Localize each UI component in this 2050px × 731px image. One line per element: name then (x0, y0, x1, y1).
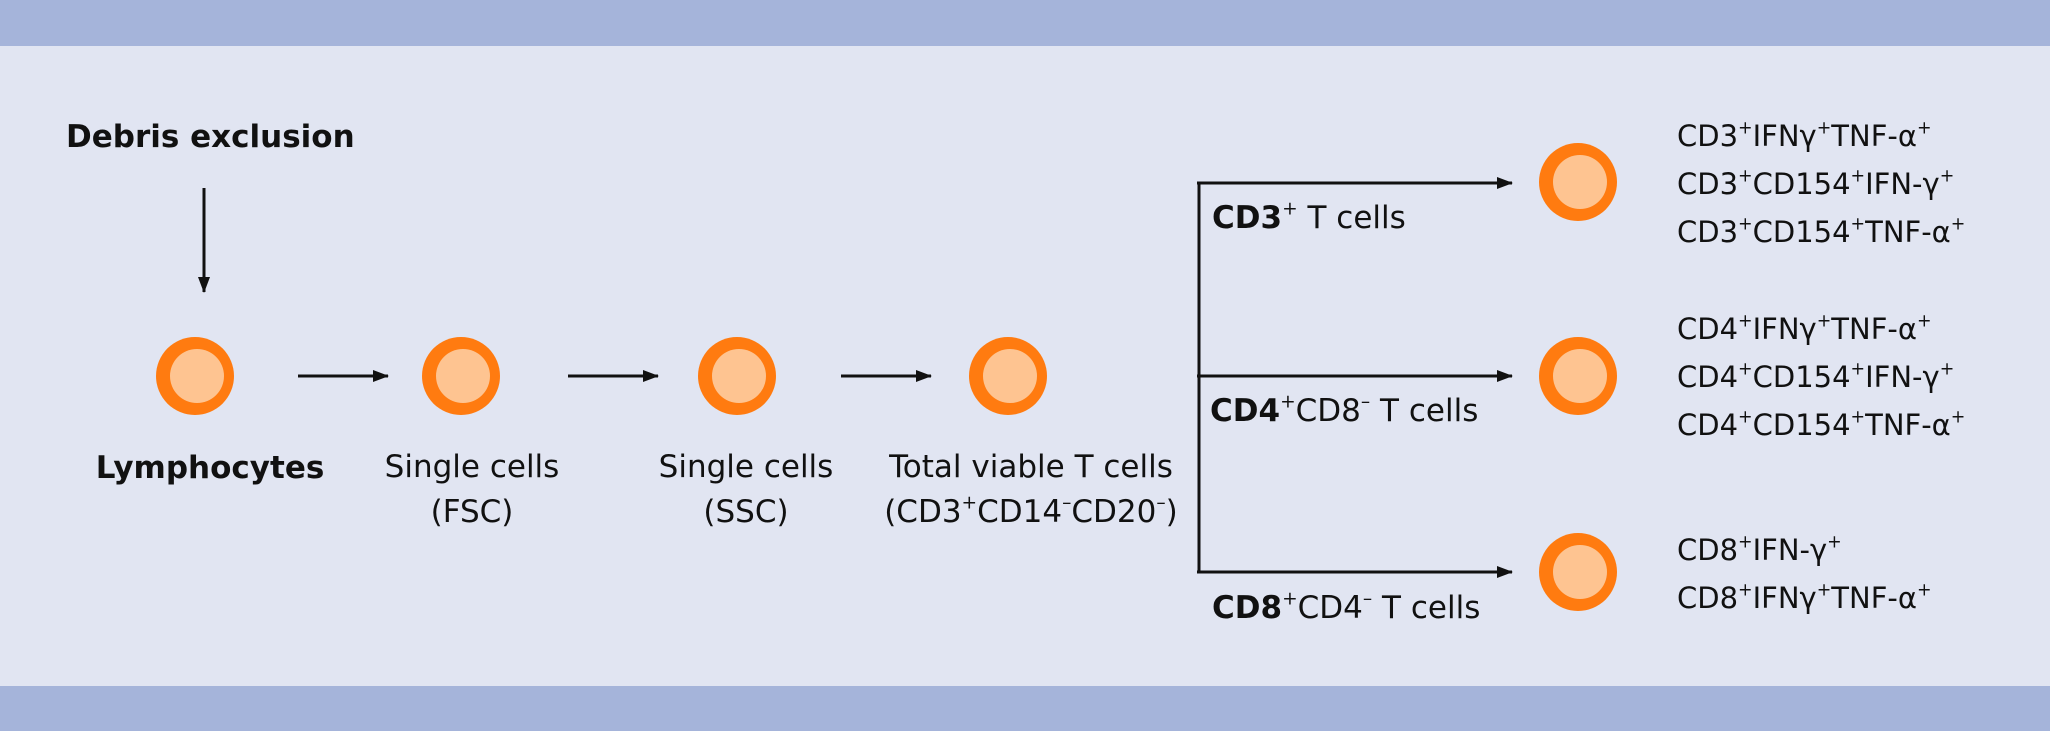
single-cells-fsc-sublabel: (FSC) (430, 494, 514, 530)
single-cells-fsc-cell (422, 337, 500, 415)
output-marker-cd8-1: CD8+IFN-γ+ (1677, 532, 1842, 567)
debris-exclusion-label: Debris exclusion (66, 119, 355, 155)
output-cell-cd4 (1539, 337, 1617, 415)
total-viable-t-cells-cell (969, 337, 1047, 415)
single-cells-ssc-sublabel: (SSC) (703, 494, 789, 530)
single-cells-ssc-cell (698, 337, 776, 415)
output-marker-cd4-2: CD4+CD154+IFN-γ+ (1677, 359, 1955, 394)
output-marker-cd3-2: CD3+CD154+IFN-γ+ (1677, 166, 1955, 201)
single-cells-ssc-label: Single cells (658, 449, 834, 485)
branch-label-cd4: CD4+CD8– T cells (1210, 391, 1479, 429)
branch-label-cd3: CD3+ T cells (1212, 198, 1406, 236)
total-viable-t-cells-markers: (CD3+CD14–CD20–) (884, 492, 1178, 530)
output-marker-cd4-3: CD4+CD154+TNF-α+ (1677, 407, 1966, 442)
output-cell-cd3 (1539, 143, 1617, 221)
total-viable-t-cells-label: Total viable T cells (889, 449, 1173, 485)
output-marker-cd4-1: CD4+IFNγ+TNF-α+ (1677, 311, 1932, 346)
output-marker-cd3-1: CD3+IFNγ+TNF-α+ (1677, 118, 1932, 153)
output-marker-cd3-3: CD3+CD154+TNF-α+ (1677, 214, 1966, 249)
output-marker-cd8-2: CD8+IFNγ+TNF-α+ (1677, 580, 1932, 615)
branch-label-cd8: CD8+CD4– T cells (1212, 588, 1481, 626)
single-cells-fsc-label: Single cells (384, 449, 560, 485)
bottom-band (0, 686, 2050, 731)
top-band (0, 0, 2050, 46)
lymphocytes-label: Lymphocytes (95, 450, 325, 486)
output-cell-cd8 (1539, 533, 1617, 611)
lymphocytes-cell (156, 337, 234, 415)
